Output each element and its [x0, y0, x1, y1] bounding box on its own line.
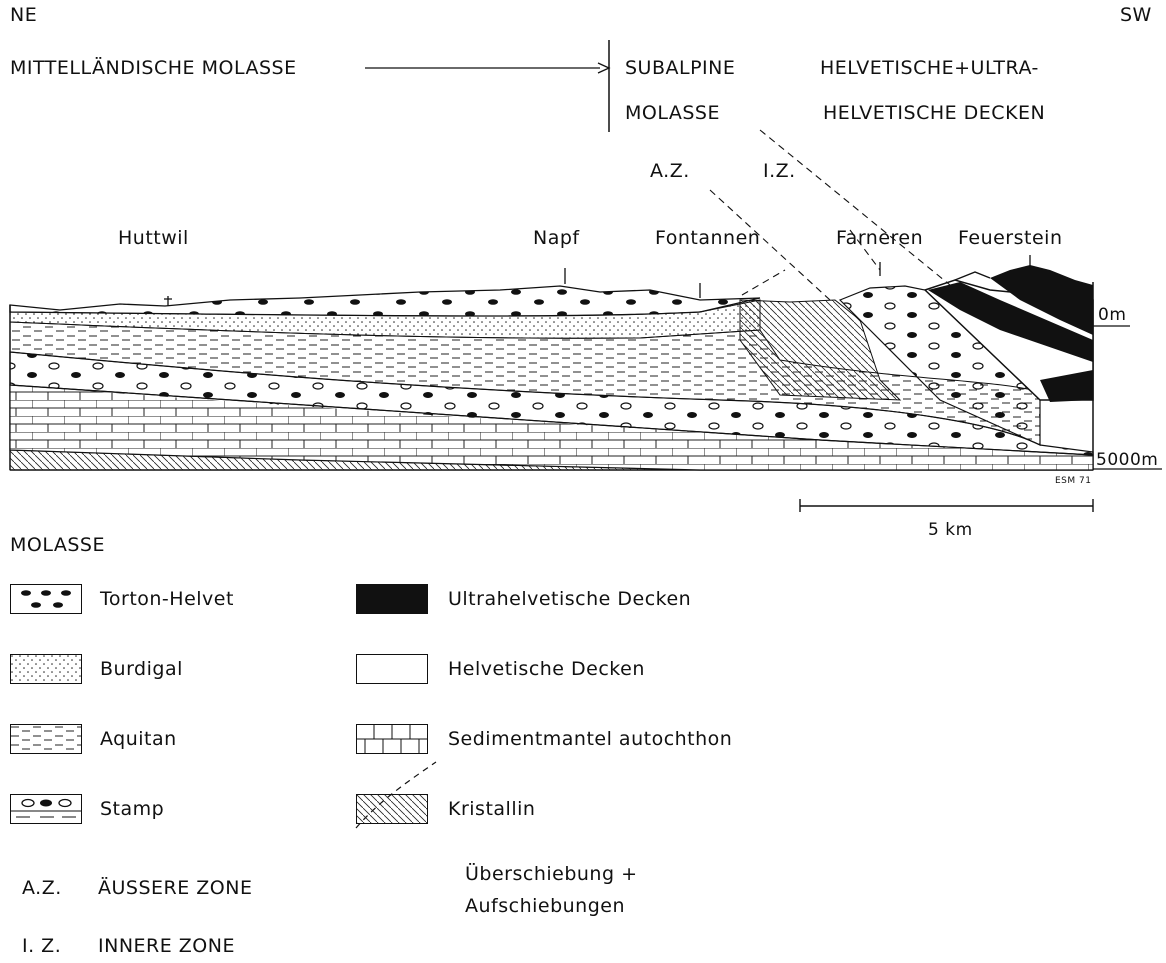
- legend-overthrust-2: Aufschiebungen: [465, 895, 625, 917]
- hatched-swatch: [356, 794, 428, 824]
- legend-stamp: Stamp: [100, 798, 164, 820]
- legend-helvetische: Helvetische Decken: [448, 658, 645, 680]
- legend-iz-code: I. Z.: [22, 935, 61, 957]
- scale-label: 5 km: [928, 520, 973, 540]
- direction-ne: NE: [10, 4, 37, 26]
- white-swatch: [356, 654, 428, 684]
- mittellandische-molasse-label: MITTELLÄNDISCHE MOLASSE: [10, 57, 297, 79]
- helvetische-label-1: HELVETISCHE+ULTRA-: [820, 57, 1039, 79]
- helvetic-top-outline: [955, 272, 990, 280]
- legend-overthrust-1: Überschiebung +: [465, 863, 638, 885]
- overthrust-fontannen: [742, 270, 785, 295]
- brick-swatch: [356, 724, 428, 754]
- pebble-dots-swatch: [10, 584, 82, 614]
- place-fontannen: Fontannen: [655, 227, 760, 249]
- direction-sw: SW: [1120, 4, 1152, 26]
- legend-burdigal: Burdigal: [100, 658, 183, 680]
- torton-helvet-layer: [10, 286, 760, 316]
- dashes-swatch: [10, 724, 82, 754]
- iz-label: I.Z.: [763, 160, 796, 182]
- legend-ultrahelvetische: Ultrahelvetische Decken: [448, 588, 691, 610]
- place-huttwil: Huttwil: [118, 227, 189, 249]
- depth-5000m: 5000m: [1096, 450, 1158, 470]
- subalpine-label-1: SUBALPINE: [625, 57, 735, 79]
- church-icon: [164, 296, 172, 306]
- legend-az-name: ÄUSSERE ZONE: [98, 877, 252, 899]
- place-farneren: Farneren: [836, 227, 923, 249]
- subalpine-label-2: MOLASSE: [625, 102, 720, 124]
- place-napf: Napf: [533, 227, 580, 249]
- legend-torton-helvet: Torton-Helvet: [100, 588, 234, 610]
- legend-sedimentmantel: Sedimentmantel autochthon: [448, 728, 732, 750]
- fine-dots-swatch: [10, 654, 82, 684]
- solid-black-swatch: [356, 584, 428, 614]
- helvetische-label-2: HELVETISCHE DECKEN: [823, 102, 1045, 124]
- legend-aquitan: Aquitan: [100, 728, 177, 750]
- legend-az-code: A.Z.: [22, 877, 62, 899]
- ovals-over-dashes-swatch: [10, 794, 82, 824]
- legend-title: MOLASSE: [10, 534, 105, 556]
- depth-0m: 0m: [1098, 305, 1126, 325]
- legend-iz-name: INNERE ZONE: [98, 935, 235, 957]
- overthrust-iz: [760, 130, 950, 285]
- legend-kristallin: Kristallin: [448, 798, 535, 820]
- author-signature: ESM 71: [1055, 476, 1091, 486]
- az-label: A.Z.: [650, 160, 690, 182]
- place-feuerstein: Feuerstein: [958, 227, 1062, 249]
